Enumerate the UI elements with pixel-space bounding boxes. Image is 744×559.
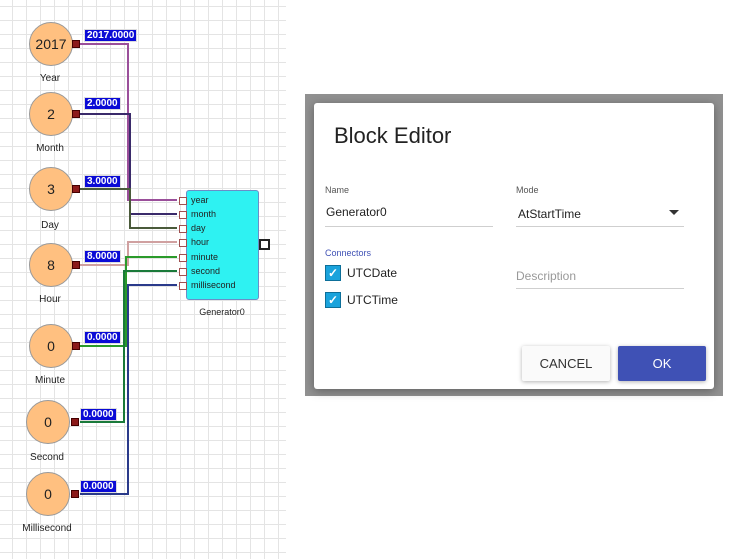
ok-button[interactable]: OK bbox=[618, 346, 706, 381]
input-port-day[interactable] bbox=[179, 225, 187, 233]
millisecond-node[interactable]: 0 bbox=[26, 472, 70, 516]
minute-node-label: Minute bbox=[34, 375, 65, 386]
millisecond-node-label: Millisecond bbox=[22, 523, 72, 534]
minute-output-value: 0.0000 bbox=[84, 331, 121, 344]
generator-name-label: Generator0 bbox=[199, 307, 245, 317]
name-field-label: Name bbox=[325, 185, 350, 195]
second-node-value: 0 bbox=[44, 414, 52, 430]
year-node-value: 2017 bbox=[35, 36, 67, 52]
input-port-minute[interactable] bbox=[179, 254, 187, 262]
day-output-port[interactable] bbox=[72, 185, 80, 193]
input-port-second[interactable] bbox=[179, 268, 187, 276]
hour-node-label: Hour bbox=[39, 294, 61, 305]
chevron-down-icon[interactable] bbox=[669, 210, 679, 215]
wires bbox=[80, 43, 177, 495]
input-port-year[interactable] bbox=[179, 197, 187, 205]
month-output-port[interactable] bbox=[72, 110, 80, 118]
month-node[interactable]: 2 bbox=[29, 92, 73, 136]
second-node[interactable]: 0 bbox=[26, 400, 70, 444]
wire-hour bbox=[80, 241, 177, 266]
input-label-millisecond: millisecond bbox=[191, 280, 236, 290]
input-port-month[interactable] bbox=[179, 211, 187, 219]
mode-select-underline bbox=[516, 226, 684, 227]
check-icon: ✓ bbox=[327, 266, 339, 280]
second-output-value: 0.0000 bbox=[80, 408, 117, 421]
minute-output-port[interactable] bbox=[72, 342, 80, 350]
millisecond-output-port[interactable] bbox=[71, 490, 79, 498]
year-output-value: 2017.0000 bbox=[84, 29, 138, 42]
description-underline bbox=[516, 288, 684, 289]
day-node[interactable]: 3 bbox=[29, 167, 73, 211]
mode-select[interactable]: AtStartTime bbox=[518, 207, 581, 221]
input-label-minute: minute bbox=[191, 252, 219, 262]
millisecond-output-value: 0.0000 bbox=[80, 480, 117, 493]
input-label-hour: hour bbox=[191, 237, 210, 247]
cancel-button-label: CANCEL bbox=[539, 356, 593, 371]
hour-output-value: 8.0000 bbox=[84, 250, 121, 263]
day-output-value: 3.0000 bbox=[84, 175, 121, 188]
connectors-label: Connectors bbox=[325, 248, 372, 258]
month-node-value: 2 bbox=[47, 106, 55, 122]
description-input[interactable]: Description bbox=[516, 269, 577, 283]
name-field[interactable]: Generator0 bbox=[326, 205, 387, 219]
block-editor-dialog: Block Editor Name Generator0 Mode AtStar… bbox=[314, 103, 714, 389]
month-output-value: 2.0000 bbox=[84, 97, 121, 110]
year-node-label: Year bbox=[39, 73, 61, 84]
input-port-hour[interactable] bbox=[179, 239, 187, 247]
minute-node-value: 0 bbox=[47, 338, 55, 354]
input-label-year: year bbox=[191, 195, 209, 205]
hour-node[interactable]: 8 bbox=[29, 243, 73, 287]
input-label-second: second bbox=[191, 266, 221, 276]
minute-node[interactable]: 0 bbox=[29, 324, 73, 368]
utcdate-checkbox-label: UTCDate bbox=[347, 266, 398, 280]
utctime-checkbox-label: UTCTime bbox=[347, 293, 398, 307]
wire-year bbox=[80, 43, 177, 201]
second-node-label: Second bbox=[30, 452, 64, 463]
input-port-millisecond[interactable] bbox=[179, 282, 187, 290]
dialog-title: Block Editor bbox=[334, 123, 452, 148]
name-field-underline bbox=[325, 226, 493, 227]
input-label-month: month bbox=[191, 209, 217, 219]
year-node[interactable]: 2017 bbox=[29, 22, 73, 66]
diagram-canvas[interactable]: 2017 2017.0000 Year 2 2.0000 Month 3 3.0… bbox=[0, 0, 286, 559]
mode-field-label: Mode bbox=[516, 185, 539, 195]
check-icon: ✓ bbox=[327, 293, 339, 307]
hour-output-port[interactable] bbox=[72, 261, 80, 269]
wire-second bbox=[80, 270, 177, 423]
wire-month bbox=[80, 113, 177, 215]
wire-millisecond bbox=[80, 284, 177, 495]
second-output-port[interactable] bbox=[71, 418, 79, 426]
generator-block[interactable]: year month day hour minute second millis… bbox=[179, 190, 259, 300]
hour-node-value: 8 bbox=[47, 257, 55, 273]
day-node-value: 3 bbox=[47, 181, 55, 197]
ok-button-label: OK bbox=[652, 356, 672, 371]
utcdate-checkbox[interactable]: ✓ bbox=[325, 265, 341, 281]
utctime-checkbox[interactable]: ✓ bbox=[325, 292, 341, 308]
month-node-label: Month bbox=[36, 143, 64, 154]
input-label-day: day bbox=[191, 223, 206, 233]
wire-minute bbox=[80, 256, 177, 347]
cancel-button[interactable]: CANCEL bbox=[522, 346, 610, 381]
generator-output-port[interactable] bbox=[259, 239, 270, 250]
day-node-label: Day bbox=[41, 220, 59, 231]
year-output-port[interactable] bbox=[72, 40, 80, 48]
millisecond-node-value: 0 bbox=[44, 486, 52, 502]
wire-day bbox=[80, 188, 177, 229]
